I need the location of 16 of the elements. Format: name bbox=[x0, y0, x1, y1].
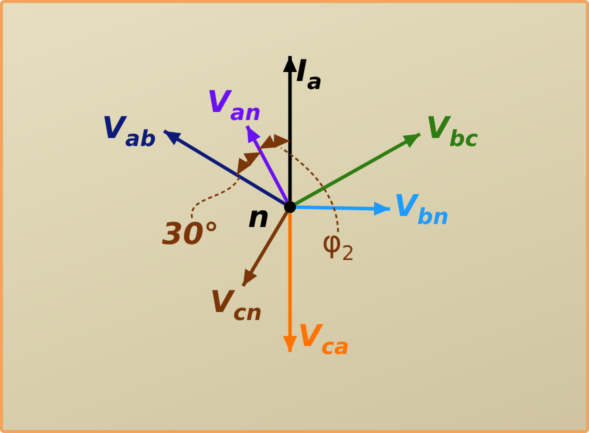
phasor-arrow bbox=[296, 202, 390, 216]
phasor-arrow bbox=[294, 132, 421, 206]
angle-label: φ$_{2}$ bbox=[322, 228, 355, 263]
phasor-arrow bbox=[245, 125, 289, 203]
node-caption: n bbox=[248, 203, 270, 233]
phasor-label: I$_{a}$ bbox=[290, 45, 338, 93]
phasor-label: V$_{bc}$ bbox=[420, 112, 488, 167]
phasor-label: V$_{an}$ bbox=[205, 86, 261, 126]
phasor-arrow bbox=[283, 213, 297, 352]
phasor-arrow bbox=[283, 56, 297, 201]
phasor-arrow bbox=[163, 130, 286, 206]
angle-label: 30° bbox=[162, 220, 219, 250]
phasor-label: V$_{ca}$ bbox=[290, 312, 358, 360]
phasor-label: V$_{ab}$ bbox=[98, 112, 164, 162]
phasor-arrow bbox=[242, 211, 288, 287]
phasor-label: V$_{bn}$ bbox=[390, 190, 452, 234]
